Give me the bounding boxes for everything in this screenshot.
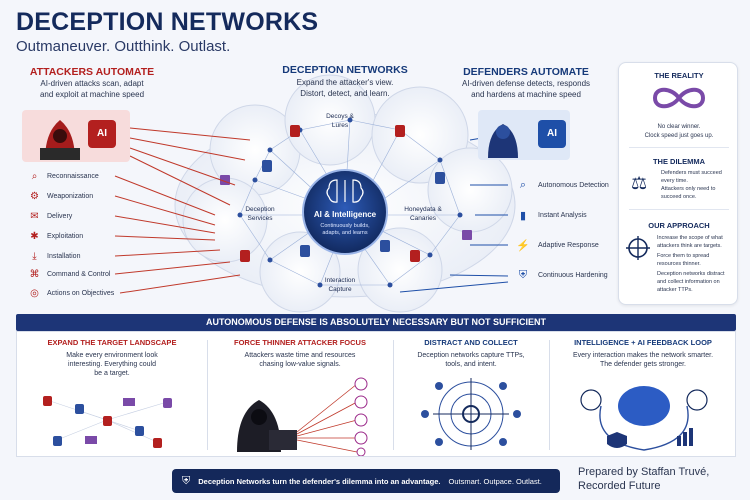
- column-feedback-loop: INTELLIGENCE + AI FEEDBACK LOOP Every in…: [549, 332, 737, 458]
- defense-step-analysis: ▮Instant Analysis: [516, 208, 587, 222]
- attacker-ai-chip-icon: [88, 120, 116, 148]
- defense-arrows: [399, 134, 509, 293]
- defenders-text-2: and hardens at machine speed: [471, 90, 581, 99]
- honeydata-label-1: Honeydata &: [404, 206, 442, 213]
- credit-line-1: Prepared by Staffan Truvé,: [578, 466, 710, 478]
- deception-text-1: Expand the attacker's view.: [296, 78, 394, 87]
- feedback-loop-icon: [580, 386, 708, 451]
- column-heading: EXPAND THE TARGET LANDSCAPE: [47, 338, 177, 347]
- defense-step-response: ⚡Adaptive Response: [516, 239, 599, 252]
- dilemma-text-3: Attackers only need to: [661, 186, 716, 192]
- bug-icon: ✱: [30, 231, 39, 242]
- shield-check-icon: ⛨: [518, 268, 528, 281]
- approach-text-6: and collect information on: [657, 279, 720, 285]
- capture-label-2: Capture: [328, 286, 352, 293]
- approach-text-1: Increase the scope of what: [657, 235, 723, 241]
- dilemma-text-1: Defenders must succeed: [661, 170, 722, 176]
- deception-text-2: Distort, detect, and learn.: [300, 89, 390, 98]
- envelope-icon: ✉: [30, 211, 39, 222]
- network-icon: ⌘: [29, 269, 40, 280]
- credit: Prepared by Staffan Truvé, Recorded Futu…: [578, 465, 709, 494]
- defense-step-detection: ⌕Autonomous Detection: [516, 178, 609, 192]
- column-heading: DISTRACT AND COLLECT: [424, 338, 518, 347]
- approach-text-7: attacker TTPs.: [657, 287, 693, 293]
- defense-step-hardening: ⛨Continuous Hardening: [516, 268, 608, 282]
- infinity-icon: [652, 87, 706, 109]
- attack-step-actions: ◎Actions on Objectives: [28, 287, 114, 300]
- decoys-label-1: Decoys &: [326, 113, 354, 120]
- attack-step-delivery: ✉Delivery: [28, 210, 72, 223]
- attack-step-weaponization: ⚙Weaponization: [28, 190, 93, 203]
- scattered-targets-icon: [43, 396, 172, 448]
- section-banner: AUTONOMOUS DEFENSE IS ABSOLUTELY NECESSA…: [16, 314, 736, 331]
- decoy-server-icons: [220, 125, 472, 262]
- dilemma-text-2: every time.: [661, 178, 688, 184]
- brain-icon: [326, 179, 364, 203]
- attack-step-reconnaissance: ⌕Reconnaissance: [28, 170, 99, 183]
- approach-text-4: resources thinner.: [657, 261, 701, 267]
- attackers-text-1: AI-driven attacks scan, adapt: [40, 79, 144, 88]
- gear-icon: ⚙: [30, 191, 39, 202]
- ai-core: [302, 169, 388, 255]
- services-label-2: Services: [247, 215, 273, 222]
- column-thinner-focus: FORCE THINNER ATTACKER FOCUS Attackers w…: [207, 332, 393, 458]
- credit-line-2: Recorded Future: [578, 480, 661, 493]
- approach-heading: OUR APPROACH: [648, 221, 710, 230]
- crosshair-icon: [626, 236, 650, 260]
- bar-chart-icon: ▮: [519, 209, 527, 222]
- shield-icon: ⛨: [182, 474, 191, 487]
- defender-ai-chip-icon: [538, 120, 566, 148]
- page-title: DECEPTION NETWORKS: [16, 8, 319, 36]
- attack-arrows: [114, 127, 251, 294]
- page-subtitle: Outmaneuver. Outthink. Outlast.: [16, 38, 231, 55]
- defenders-text-1: AI-driven defense detects, responds: [461, 79, 591, 88]
- cloud-shape: [174, 74, 516, 313]
- decoys-label-2: Lures: [331, 122, 349, 129]
- attackers-text-2: and exploit at machine speed: [39, 90, 145, 99]
- attack-step-exploitation: ✱Exploitation: [28, 230, 83, 243]
- honeydata-label-2: Canaries: [409, 215, 436, 222]
- deception-heading: DECEPTION NETWORKS: [282, 64, 408, 76]
- column-heading: INTELLIGENCE + AI FEEDBACK LOOP: [574, 338, 712, 347]
- target-crosshair-icon: [421, 378, 521, 450]
- column-distract-collect: DISTRACT AND COLLECT Deception networks …: [393, 332, 549, 458]
- bottom-panels: EXPAND THE TARGET LANDSCAPE Make every e…: [16, 331, 736, 457]
- attackers-heading: ATTACKERS AUTOMATE: [29, 66, 155, 78]
- defenders-heading: DEFENDERS AUTOMATE: [463, 66, 589, 78]
- approach-text-5: Deception networks distract: [657, 271, 725, 277]
- hooded-hacker-laptop-icon: [237, 377, 368, 456]
- dilemma-heading: THE DILEMMA: [652, 157, 706, 166]
- core-text-1: Continuously builds,: [320, 223, 370, 229]
- core-title: AI & Intelligence: [313, 210, 377, 219]
- attack-step-installation: ⤓Installation: [28, 250, 80, 263]
- approach-text-2: attackers think are targets.: [657, 243, 722, 249]
- approach-text-3: Force them to spread: [657, 253, 710, 259]
- dilemma-text-4: succeed once.: [661, 194, 697, 200]
- side-panel: THE REALITY No clear winner. Clock speed…: [618, 62, 738, 305]
- services-label-1: Deception: [245, 206, 275, 213]
- footer-message-bar: ⛨ Deception Networks turn the defender's…: [172, 469, 560, 493]
- download-icon: ⤓: [32, 251, 37, 262]
- footer-bold-text: Deception Networks turn the defender's d…: [198, 476, 441, 486]
- magnifier-icon: ⌕: [31, 171, 38, 182]
- reality-text-1: No clear winner.: [657, 124, 701, 130]
- target-icon: ◎: [30, 288, 39, 299]
- footer-tail-text: Outsmart. Outpace. Outlast.: [448, 476, 542, 486]
- lightning-icon: ⚡: [516, 239, 530, 252]
- column-heading: FORCE THINNER ATTACKER FOCUS: [234, 338, 366, 347]
- magnifier-icon: ⌕: [519, 178, 527, 191]
- network-nodes: [237, 117, 463, 288]
- defender-ai-label: AI: [547, 128, 557, 139]
- attacker-ai-label: AI: [97, 128, 107, 139]
- capture-label-1: Interaction: [324, 277, 356, 284]
- reality-heading: THE REALITY: [654, 71, 704, 80]
- core-text-2: adapts, and learns: [322, 230, 368, 236]
- column-expand-landscape: EXPAND THE TARGET LANDSCAPE Make every e…: [17, 332, 207, 458]
- attack-step-command-control: ⌘Command & Control: [29, 269, 111, 280]
- reality-text-2: Clock speed just goes up.: [644, 133, 714, 139]
- scales-icon: ⚖: [631, 173, 648, 193]
